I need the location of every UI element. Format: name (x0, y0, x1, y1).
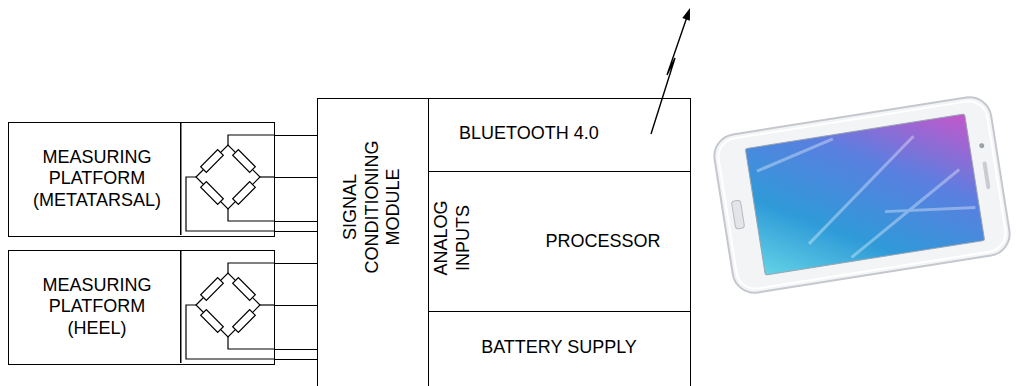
block-box: ANALOG INPUTS PROCESSOR (428, 171, 691, 312)
processor-label: PROCESSOR (545, 231, 660, 253)
bluetooth-label: BLUETOOTH 4.0 (459, 123, 599, 145)
platform-label: MEASURING PLATFORM (METATARSAL) (22, 147, 172, 212)
bridge-wire-bundle (275, 264, 317, 360)
block-box: SIGNAL CONDITIONING MODULE (317, 98, 429, 386)
bridge-diamond (196, 273, 260, 337)
bridge-wire (228, 263, 274, 273)
screen-glare (754, 119, 980, 270)
strain-gauge-bridge (180, 123, 274, 235)
home-button (731, 200, 744, 229)
bridge-wire (186, 177, 274, 231)
platform-label: MEASURING PLATFORM (HEEL) (22, 275, 172, 340)
block-box: MEASURING PLATFORM (METATARSAL) (8, 122, 275, 237)
smartphone-picture (711, 94, 1013, 296)
block-box: BATTERY SUPPLY (428, 311, 691, 386)
resistor-symbol (201, 150, 224, 173)
phone-screen (745, 114, 984, 275)
resistor-symbol (233, 150, 256, 173)
inputs-label: ANALOG INPUTS (431, 188, 474, 288)
resistor-symbol (201, 182, 224, 205)
resistor-symbol (201, 310, 224, 333)
phone-rim (716, 99, 1008, 292)
resistor-symbol (233, 310, 256, 333)
bridge-wire-bundle (275, 136, 317, 232)
battery-label: BATTERY SUPPLY (481, 337, 637, 359)
strain-gauge-bridge (180, 251, 274, 363)
resistor-symbol (201, 278, 224, 301)
bridge-wire (260, 304, 274, 305)
resistor-symbol (233, 182, 256, 205)
antenna-line (651, 17, 687, 134)
cell-divider (180, 251, 182, 363)
bridge-wire (228, 337, 274, 349)
bridge-wire (260, 176, 274, 177)
phone-camera (979, 143, 985, 149)
block-box: BLUETOOTH 4.0 (428, 98, 691, 172)
bridge-wire (228, 209, 274, 221)
antenna-arrowhead (682, 8, 690, 21)
bridge-diamond (196, 145, 260, 209)
bridge-wire (228, 135, 274, 145)
phone-speaker (982, 161, 990, 189)
cell-divider (180, 123, 182, 235)
block-box: MEASURING PLATFORM (HEEL) (8, 250, 275, 365)
resistor-symbol (233, 278, 256, 301)
phone-body (711, 94, 1013, 296)
module-label: SIGNAL CONDITIONING MODULE (340, 127, 405, 287)
bridge-wire (186, 305, 274, 359)
